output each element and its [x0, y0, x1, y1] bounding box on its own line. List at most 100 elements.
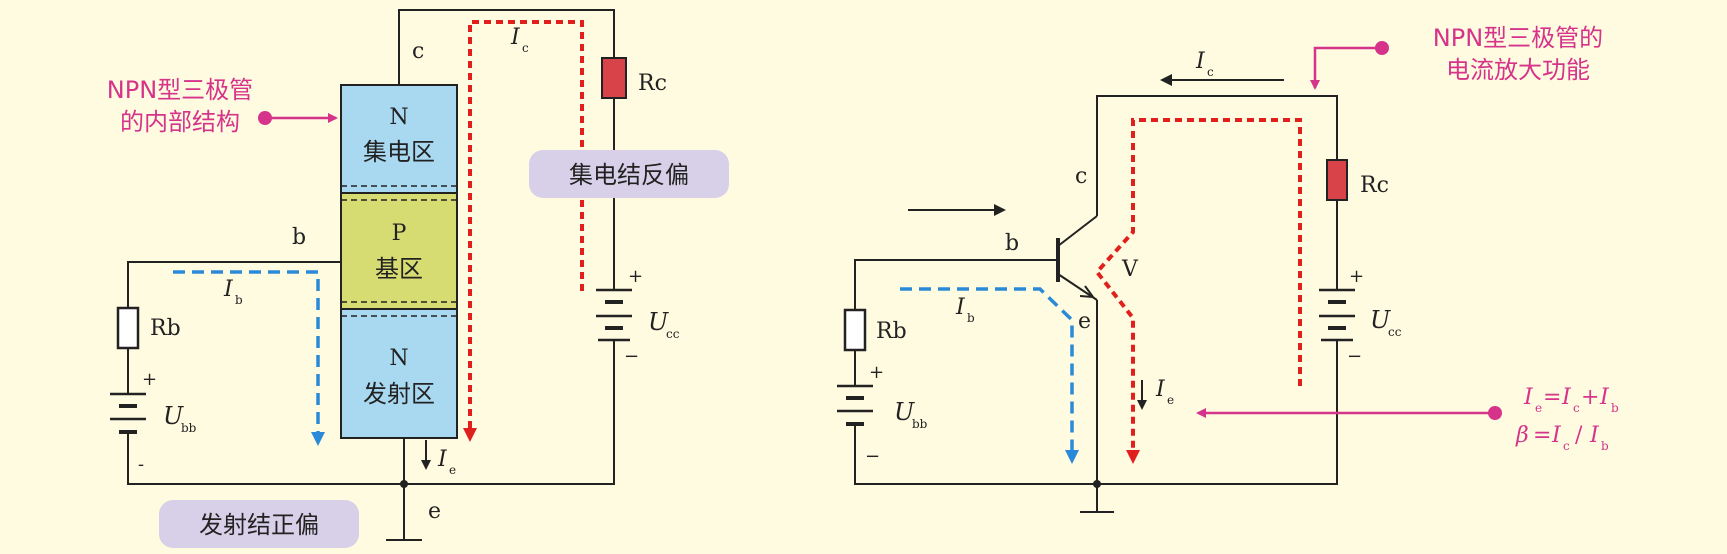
right-ib-sub: b: [967, 311, 975, 325]
formula2-ib-sub: b: [1601, 439, 1609, 453]
left-ib-label: I: [223, 277, 234, 302]
base-letter: P: [392, 221, 407, 246]
left-rb-label: Rb: [150, 316, 181, 341]
emitter-letter: N: [389, 346, 408, 371]
left-terminal-e: e: [428, 499, 441, 524]
right-ie-arrowhead: [1137, 400, 1147, 410]
left-callout-line2: 的内部结构: [120, 108, 240, 136]
left-ic-arrowhead: [463, 428, 477, 442]
left-ic-path: [468, 20, 584, 428]
left-ucc-battery: [596, 288, 632, 342]
right-ib-path: [900, 287, 1074, 450]
formula2-eq: =: [1533, 423, 1551, 448]
right-ib-label: I: [955, 295, 966, 320]
formula2-ib: I: [1589, 423, 1600, 448]
left-ubb-plus: +: [142, 369, 157, 390]
right-ucc-sub: cc: [1388, 325, 1402, 339]
right-diagram: V Rc Rb + − U cc + − U bb c b e: [837, 24, 1619, 513]
right-ubb-label: U: [894, 398, 915, 426]
right-ie-label: I: [1155, 377, 1166, 402]
right-rc-resistor: [1326, 159, 1348, 201]
emitter-region: [340, 308, 458, 439]
formula2-beta: β: [1515, 423, 1529, 448]
left-rc-label: Rc: [638, 71, 667, 96]
left-ucc-minus: −: [624, 346, 639, 367]
formula1-ib-sub: b: [1611, 401, 1619, 415]
npn-transistor-symbol: [1056, 215, 1098, 301]
base-region: [340, 192, 458, 310]
left-diagram: N 集电区 P 基区 N 发射区 Rc Rb + − U cc: [107, 9, 729, 548]
left-ubb-sub: bb: [181, 421, 197, 435]
formula2-ic-sub: c: [1563, 439, 1570, 453]
right-callout-line1: NPN型三极管的: [1433, 24, 1603, 52]
formula1-ic: I: [1561, 385, 1572, 410]
formula1-ie-sub: e: [1535, 401, 1542, 415]
right-ic-path: [1094, 118, 1302, 452]
formula2-ic: I: [1551, 423, 1562, 448]
left-terminal-c: c: [412, 39, 424, 64]
right-junction-dot: [1093, 480, 1101, 488]
right-rc-label: Rc: [1360, 173, 1389, 198]
left-ib-arrowhead: [311, 432, 325, 446]
left-ubb-minus: -: [138, 454, 144, 475]
right-ic-arrowhead: [1160, 74, 1172, 86]
base-name: 基区: [375, 255, 423, 283]
left-transistor-body: N 集电区 P 基区 N 发射区: [340, 84, 458, 439]
right-input-arrowhead: [994, 204, 1006, 216]
left-ucc-plus: +: [628, 266, 643, 287]
emitter-name: 发射区: [363, 380, 435, 408]
right-ubb-battery: [837, 384, 873, 426]
left-ubb-battery: [110, 392, 146, 434]
badge-collector-reverse: [529, 150, 729, 198]
formula1-plus: +: [1581, 385, 1599, 410]
formula1-ie: I: [1523, 385, 1534, 410]
formula1-ic-sub: c: [1573, 401, 1580, 415]
right-ic-label: I: [1195, 49, 1206, 74]
formula-ie: I e = I c + I b: [1523, 385, 1619, 415]
right-callout-arrow: [1310, 46, 1382, 90]
left-terminal-b: b: [292, 225, 306, 250]
left-ic-sub: c: [522, 41, 529, 55]
formula-beta: β = I c / I b: [1515, 423, 1609, 453]
left-ucc-sub: cc: [666, 327, 680, 341]
badge-collector-reverse-text: 集电结反偏: [569, 161, 689, 189]
right-rb-resistor: [843, 308, 867, 352]
left-callout-line1: NPN型三极管: [107, 76, 253, 104]
transistor-label-v: V: [1121, 257, 1139, 282]
left-ib-path: [173, 270, 320, 432]
left-ic-label: I: [510, 25, 521, 50]
left-ie-label: I: [437, 447, 448, 472]
formula1-eq: =: [1543, 385, 1561, 410]
right-ubb-minus: −: [865, 446, 880, 467]
left-ib-sub: b: [235, 293, 243, 307]
right-callout-line2: 电流放大功能: [1446, 56, 1590, 84]
right-wires: [854, 95, 1338, 513]
right-ie-sub: e: [1167, 393, 1174, 407]
left-wires: [127, 9, 615, 541]
right-terminal-c: c: [1075, 164, 1087, 189]
right-ic-path-arrowhead: [1126, 450, 1140, 464]
left-junction-dot: [400, 480, 408, 488]
right-ucc-minus: −: [1347, 346, 1362, 367]
collector-name: 集电区: [363, 138, 435, 166]
collector-region: [340, 84, 458, 194]
right-ucc-label: U: [1370, 306, 1391, 334]
left-ie-arrowhead: [421, 460, 431, 470]
left-ie-sub: e: [449, 463, 456, 477]
right-rb-label: Rb: [876, 319, 907, 344]
left-rc-resistor: [601, 57, 627, 99]
right-ubb-sub: bb: [912, 417, 928, 431]
collector-letter: N: [389, 105, 408, 130]
formula1-ib: I: [1599, 385, 1610, 410]
left-ubb-label: U: [163, 402, 184, 430]
right-terminal-e: e: [1078, 309, 1091, 334]
left-rb-resistor: [116, 306, 140, 350]
right-ib-arrowhead: [1065, 450, 1079, 464]
right-ubb-plus: +: [869, 362, 884, 383]
left-ucc-label: U: [648, 308, 669, 336]
formula2-slash: /: [1575, 423, 1583, 448]
right-ucc-battery: [1319, 288, 1355, 342]
badge-emitter-forward: [159, 500, 359, 548]
right-terminal-b: b: [1005, 231, 1019, 256]
